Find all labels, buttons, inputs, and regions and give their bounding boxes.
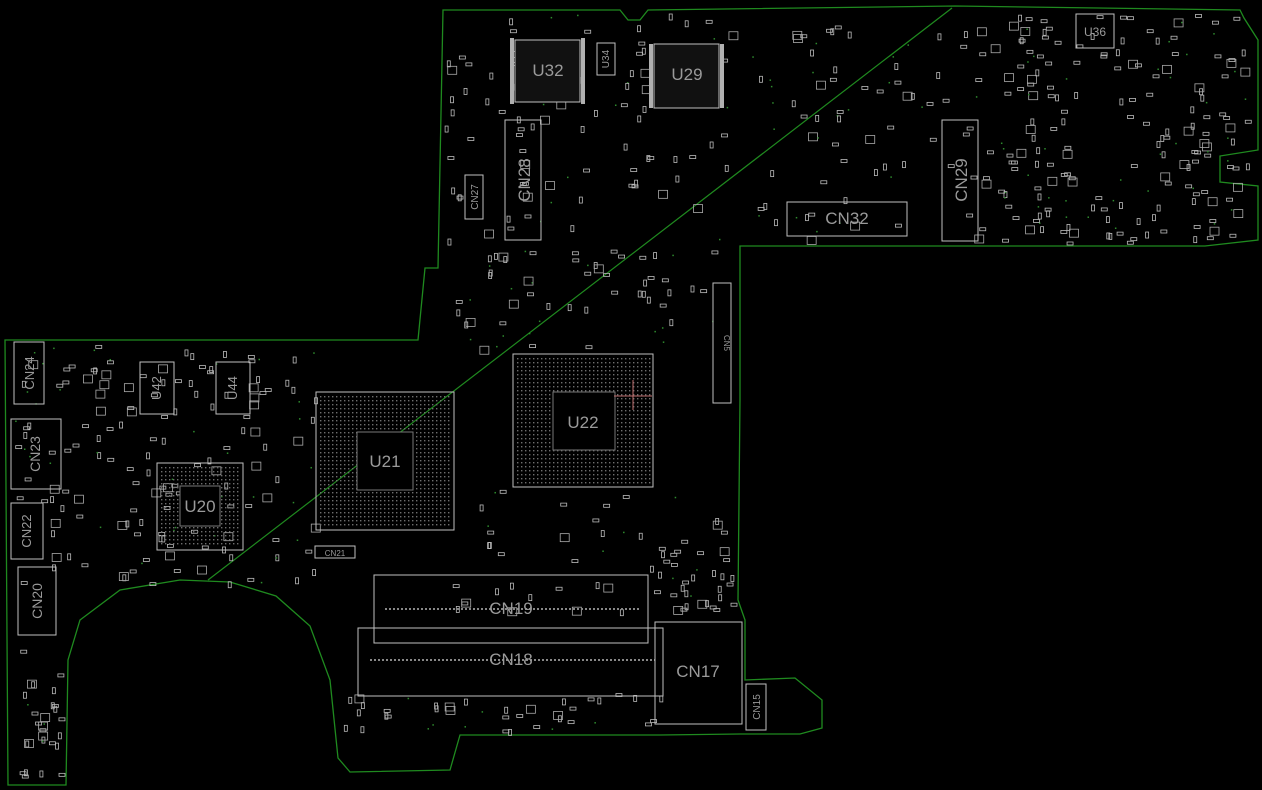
label-u32: U32 xyxy=(532,61,563,80)
chip-u34: U34 xyxy=(596,42,616,76)
chip-u44: U44 xyxy=(215,361,251,415)
label-u29: U29 xyxy=(671,65,702,84)
label-cn21: CN21 xyxy=(325,549,346,558)
label-cn29: CN29 xyxy=(952,158,971,201)
connector-cn20: CN20 xyxy=(17,566,57,636)
label-u34: U34 xyxy=(601,49,612,68)
connector-cn22: CN22 xyxy=(10,502,44,560)
small-components xyxy=(15,13,1252,779)
connector-cn24: CN24 xyxy=(13,341,45,405)
label-u20: U20 xyxy=(184,497,215,516)
connector-cn28: CN28 xyxy=(504,119,542,241)
board-outline xyxy=(4,5,1259,786)
connector-cn15: CN15 xyxy=(745,683,767,731)
connector-cn18: CN18 xyxy=(357,627,664,697)
chip-u20: U20 xyxy=(156,462,244,551)
label-cn18: CN18 xyxy=(489,650,532,669)
label-cn28: CN28 xyxy=(515,158,534,201)
chip-u32: U32 xyxy=(510,38,585,104)
label-cn20: CN20 xyxy=(29,583,45,619)
label-cn15: CN15 xyxy=(752,694,763,720)
connector-cn27: CN27 xyxy=(464,174,484,220)
chip-u22: U22 xyxy=(512,353,654,488)
label-cn19: CN19 xyxy=(489,599,532,618)
label-cn27: CN27 xyxy=(470,184,481,210)
connector-cn17: CN17 xyxy=(654,621,743,725)
connector-cn32: CN32 xyxy=(786,201,908,237)
label-u42: U42 xyxy=(149,376,164,400)
chip-u42: U42 xyxy=(139,361,175,415)
label-cn5: CN5 xyxy=(722,335,731,352)
chip-u36: U36 xyxy=(1075,13,1115,49)
label-u44: U44 xyxy=(225,376,240,400)
chip-u21: U21 xyxy=(315,391,455,531)
label-u22: U22 xyxy=(567,413,598,432)
connector-cn5: CN5 xyxy=(712,282,732,404)
connector-cn23: CN23 xyxy=(10,418,62,490)
label-cn17: CN17 xyxy=(676,662,719,681)
connector-cn21: CN21 xyxy=(314,545,356,559)
label-cn32: CN32 xyxy=(825,209,868,228)
label-cn23: CN23 xyxy=(27,436,43,472)
connector-cn29: CN29 xyxy=(941,119,979,242)
chip-u29: U29 xyxy=(649,43,724,109)
label-u36: U36 xyxy=(1084,25,1106,39)
label-cn24: CN24 xyxy=(22,356,37,389)
connector-cn19: CN19 xyxy=(373,574,649,644)
label-u21: U21 xyxy=(369,452,400,471)
label-cn22: CN22 xyxy=(19,514,34,547)
